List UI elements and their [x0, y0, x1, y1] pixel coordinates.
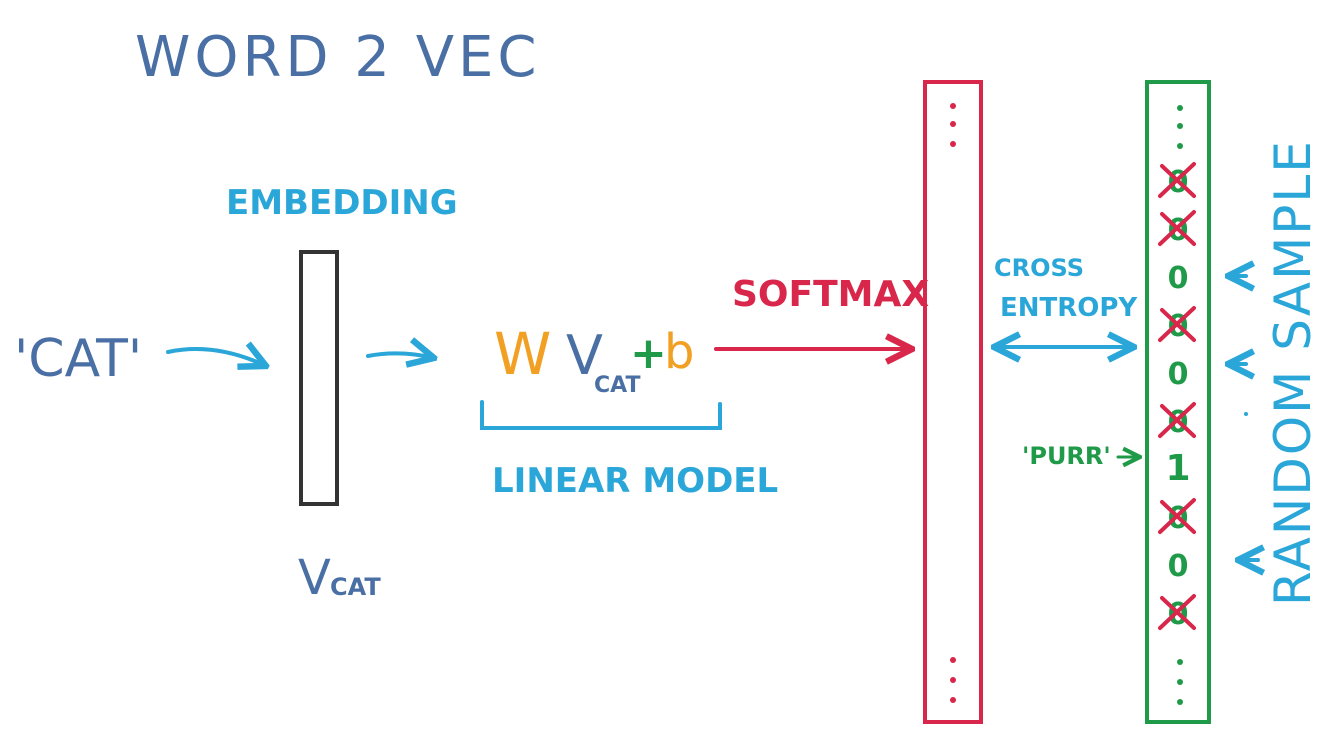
formula-b: b [664, 324, 694, 380]
target-top-ellipsis [1177, 105, 1183, 149]
target-entry-cross [1158, 498, 1196, 534]
target-entry-value: 0 [1168, 549, 1189, 584]
cross-entropy-label-line2: ENTROPY [1000, 293, 1138, 323]
target-entry-value: 0 [1168, 357, 1189, 392]
target-bottom-ellipsis [1177, 659, 1183, 705]
target-vector-box [1145, 80, 1211, 724]
diagram-title: WORD 2 VEC [135, 25, 541, 90]
target-entry-value: 0 [1168, 261, 1189, 296]
embedding-label: EMBEDDING [226, 183, 458, 223]
target-entry-cross [1158, 210, 1196, 246]
softmax-top-ellipsis [950, 103, 956, 147]
target-entry-cross [1158, 402, 1196, 438]
linear-model-label: LINEAR MODEL [492, 461, 778, 501]
target-entry-cross [1158, 306, 1196, 342]
embedding-vector-box [299, 250, 339, 506]
softmax-output-box [923, 80, 983, 724]
vector-label-v: V [298, 550, 331, 606]
random-sample-dot [1244, 412, 1248, 416]
target-entry-cross [1158, 162, 1196, 198]
target-entry-cross [1158, 594, 1196, 630]
linear-model-bracket [480, 400, 722, 430]
formula-v: V [566, 324, 603, 387]
arrow-embedding-to-model [366, 353, 434, 358]
formula-plus: + [630, 328, 667, 379]
random-sample-label: RANDOM SAMPLE [1264, 139, 1322, 606]
softmax-label: SOFTMAX [732, 274, 929, 315]
formula-v-subscript: CAT [594, 373, 640, 398]
input-word-cat: 'CAT' [14, 329, 142, 389]
cross-entropy-label-line1: CROSS [994, 254, 1084, 282]
softmax-bottom-ellipsis [950, 657, 956, 703]
formula-w: W [494, 320, 551, 388]
target-word-purr: 'PURR' [1022, 442, 1111, 470]
arrow-input-to-embedding [166, 349, 266, 366]
vector-label-subscript: CAT [330, 573, 381, 601]
target-entry-value: 1 [1165, 448, 1190, 489]
